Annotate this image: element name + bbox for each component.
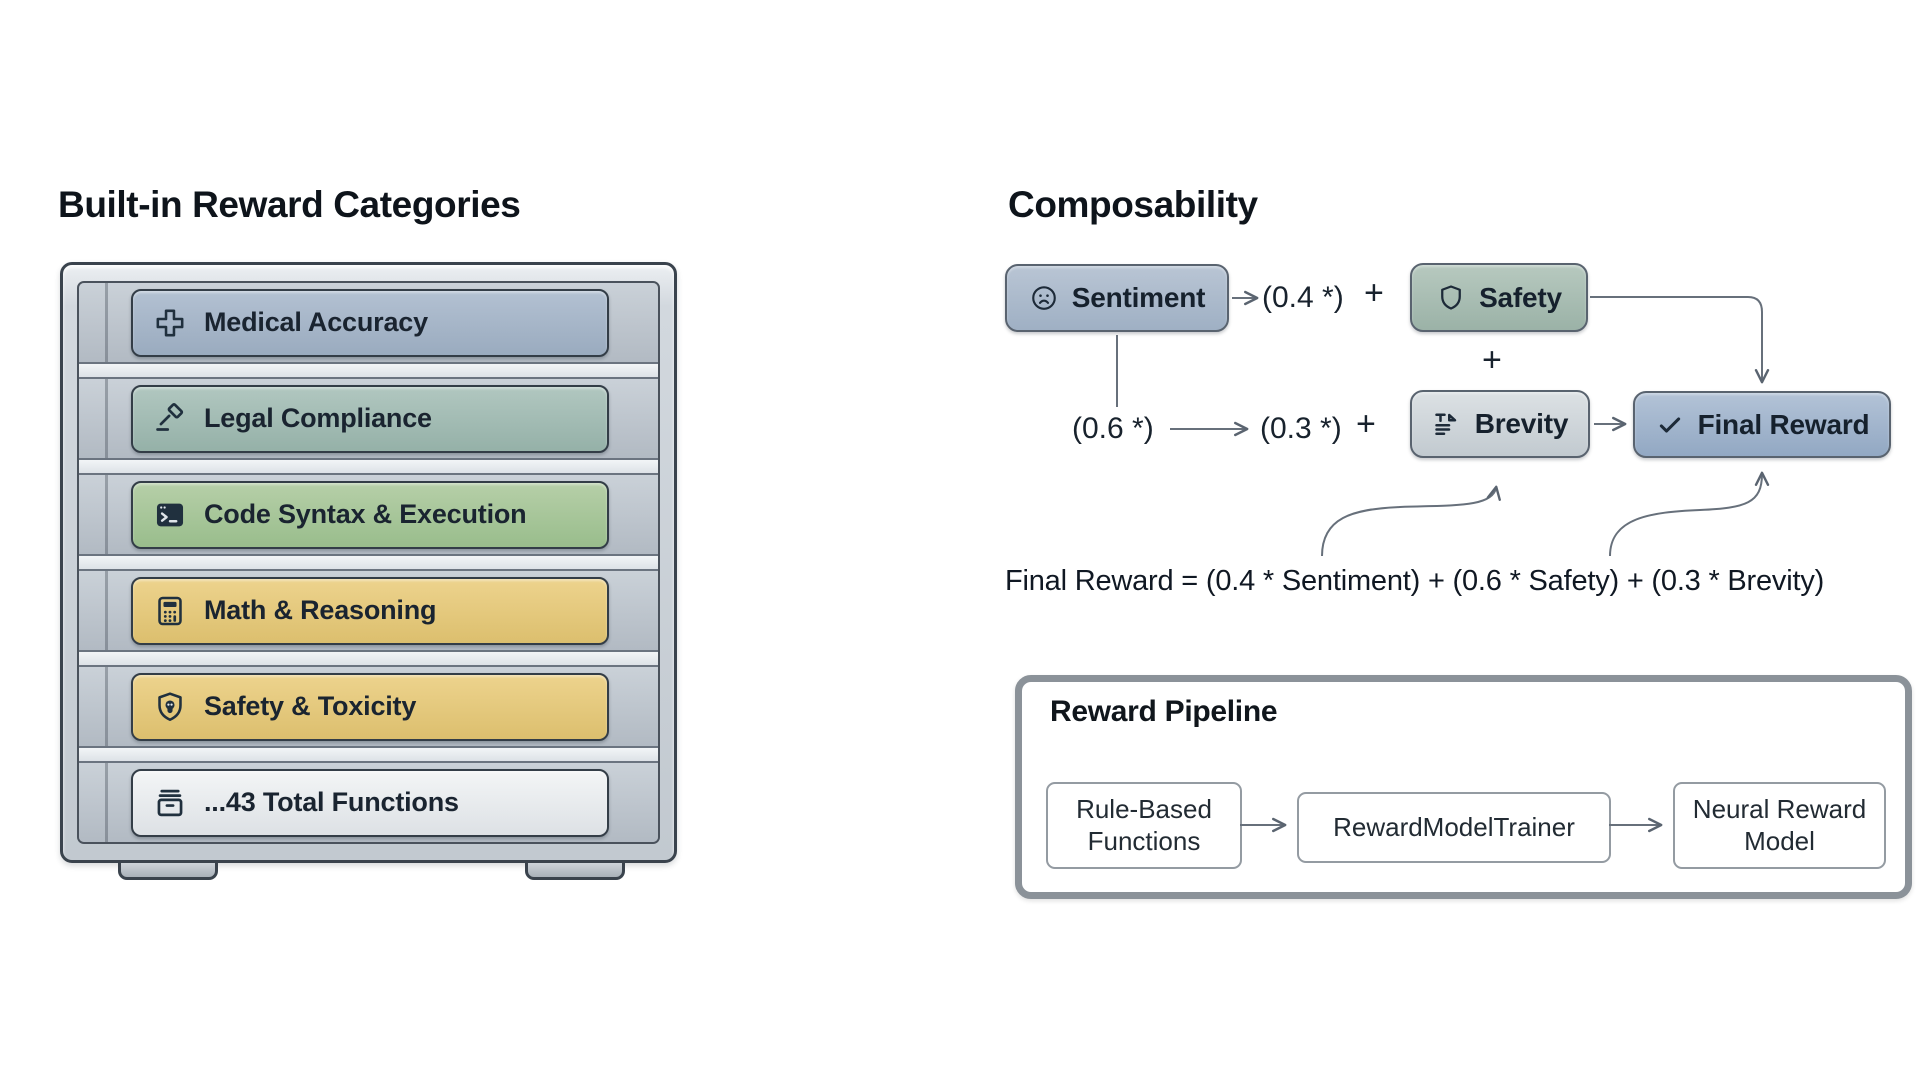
drawer-row: Legal Compliance xyxy=(79,379,658,458)
text-summary-icon xyxy=(1432,409,1462,439)
shield-skull-icon xyxy=(153,690,187,724)
curve-formula-to-brevity xyxy=(1321,485,1501,557)
stage-rule-based-functions: Rule-Based Functions xyxy=(1046,782,1242,869)
drawer-label: Medical Accuracy xyxy=(204,307,428,337)
drawer-code-syntax-execution: Code Syntax & Execution xyxy=(131,480,609,549)
drawer-label: Math & Reasoning xyxy=(204,595,437,625)
drawer-total-functions: ...43 Total Functions xyxy=(131,768,609,837)
check-icon xyxy=(1655,410,1685,440)
plus-operator: + xyxy=(1364,274,1384,312)
calculator-icon xyxy=(153,594,187,628)
drawer-label: ...43 Total Functions xyxy=(204,787,459,817)
sentiment-node: Sentiment xyxy=(1005,264,1229,332)
right-section-title: Composability xyxy=(1008,184,1258,225)
drawer-legal-compliance: Legal Compliance xyxy=(131,384,609,453)
reward-categories-cabinet-illustration: Medical Accuracy Legal Compliance xyxy=(60,262,677,880)
drawer-label: Code Syntax & Execution xyxy=(204,499,527,529)
final-reward-node: Final Reward xyxy=(1633,391,1891,458)
drawer-label: Legal Compliance xyxy=(204,403,432,433)
node-label: Final Reward xyxy=(1697,408,1870,440)
arrow-safety-to-final-reward xyxy=(1590,296,1770,384)
medical-cross-icon xyxy=(153,306,187,340)
frown-face-icon xyxy=(1029,283,1059,313)
safety-node: Safety xyxy=(1410,263,1588,332)
left-section-title: Built-in Reward Categories xyxy=(58,184,521,225)
drawer-row: Safety & Toxicity xyxy=(79,667,658,746)
plus-operator: + xyxy=(1356,405,1376,443)
terminal-icon xyxy=(153,498,187,532)
cabinet-shelf-divider xyxy=(79,746,658,763)
cabinet-cavity: Medical Accuracy Legal Compliance xyxy=(77,281,660,844)
drawer-row: Code Syntax & Execution xyxy=(79,475,658,554)
drawer-row: Medical Accuracy xyxy=(79,283,658,362)
stage-neural-reward-model: Neural Reward Model xyxy=(1673,782,1886,869)
pipeline-title: Reward Pipeline xyxy=(1050,695,1278,728)
shield-icon xyxy=(1436,283,1466,313)
brevity-node: Brevity xyxy=(1410,390,1590,458)
archive-box-icon xyxy=(153,786,187,820)
cabinet-foot xyxy=(525,863,625,880)
cabinet-shelf-divider xyxy=(79,554,658,571)
weight-sentiment-text: (0.4 *) xyxy=(1262,281,1344,314)
curve-formula-to-final-reward xyxy=(1609,471,1770,557)
drawer-row: Math & Reasoning xyxy=(79,571,658,650)
drawer-medical-accuracy: Medical Accuracy xyxy=(131,288,609,357)
cabinet-shelf-divider xyxy=(79,362,658,379)
plus-operator: + xyxy=(1482,341,1502,379)
drawer-label: Safety & Toxicity xyxy=(204,691,417,721)
drawer-row: ...43 Total Functions xyxy=(79,763,658,842)
weight-brevity-text: (0.3 *) xyxy=(1260,412,1342,445)
reward-pipeline-box: Reward Pipeline Rule-Based Functions Rew… xyxy=(1015,675,1912,899)
drawer-math-reasoning: Math & Reasoning xyxy=(131,576,609,645)
gavel-icon xyxy=(153,402,187,436)
cabinet-shelf-divider xyxy=(79,650,658,667)
cabinet-shelf-divider xyxy=(79,458,658,475)
final-reward-formula: Final Reward = (0.4 * Sentiment) + (0.6 … xyxy=(1005,565,1825,597)
node-label: Safety xyxy=(1479,281,1562,313)
stage-reward-model-trainer: RewardModelTrainer xyxy=(1297,792,1611,863)
node-label: Brevity xyxy=(1474,408,1569,439)
cabinet-foot xyxy=(118,863,218,880)
drawer-safety-toxicity: Safety & Toxicity xyxy=(131,672,609,741)
node-label: Sentiment xyxy=(1071,282,1206,313)
weight-safety-text: (0.6 *) xyxy=(1072,412,1154,445)
